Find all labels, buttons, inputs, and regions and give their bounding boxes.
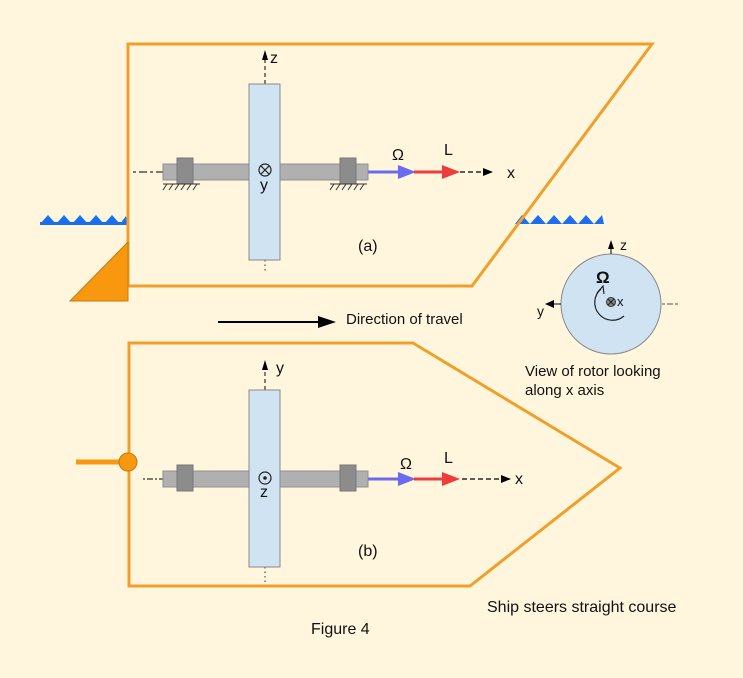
view-a-label: (a) — [358, 238, 378, 255]
water-surface-left — [40, 215, 128, 225]
figure-subtitle: Ship steers straight course — [487, 599, 677, 616]
rotation-arrowhead — [596, 284, 605, 295]
z-axis-label: z — [270, 50, 278, 67]
water-surface-right — [515, 215, 604, 224]
view-b-plan-view: y z Ω L x (b) — [76, 341, 623, 588]
rudder-pivot — [118, 452, 138, 472]
rotor-view-y-label: y — [537, 303, 544, 319]
direction-label: Direction of travel — [346, 311, 463, 328]
y-axis-label-b: y — [276, 360, 284, 377]
rudder-triangle — [68, 240, 129, 302]
x-axis-label-b: x — [515, 471, 523, 488]
y-axis-arrowhead-b — [262, 360, 268, 370]
rotor-view-y-arrowhead — [545, 300, 554, 308]
angular-momentum-arrowhead — [442, 165, 460, 179]
omega-label: Ω — [392, 147, 404, 164]
direction-of-travel: Direction of travel — [218, 311, 463, 328]
rotation-direction-arrow — [594, 288, 625, 321]
momentum-label: L — [444, 142, 453, 159]
y-axis-label: y — [260, 177, 268, 194]
out-of-page-axis-icon — [258, 471, 272, 485]
rotor-view-omega-label: Ω — [596, 268, 610, 287]
into-page-axis-icon — [258, 163, 272, 177]
omega-vector-arrowhead — [398, 165, 416, 179]
angular-momentum-arrowhead-b — [442, 472, 460, 486]
ship-hull-plan — [127, 341, 623, 588]
view-b-label: (b) — [358, 543, 378, 560]
view-a-side-elevation: z y Ω — [40, 42, 655, 302]
omega-label-b: Ω — [400, 456, 412, 473]
rotor-view-z-label: z — [620, 237, 627, 253]
momentum-label-b: L — [444, 450, 453, 467]
rotor-disc — [248, 83, 281, 261]
x-axis-label: x — [507, 165, 515, 182]
rotor-view-x-label: x — [617, 294, 624, 309]
bearing-left-b — [176, 464, 194, 492]
bearing-left — [176, 157, 194, 185]
bearing-right — [339, 157, 357, 185]
z-axis-label-b: z — [260, 484, 268, 501]
figure-caption: Figure 4 — [311, 621, 370, 638]
rotor-view-z-arrowhead — [608, 240, 614, 249]
x-into-page-icon — [606, 297, 616, 307]
bearing-right-b — [339, 464, 357, 492]
bearing-support-left-hatch — [162, 183, 200, 191]
travel-arrowhead — [318, 316, 336, 328]
z-axis-arrowhead — [262, 50, 268, 60]
omega-vector-arrowhead-b — [398, 472, 416, 486]
rotor-view-caption-line2: along x axis — [525, 382, 604, 399]
rotor-view-caption-line1: View of rotor looking — [525, 363, 661, 380]
rotor-end-view: z y Ω x View of rotor looking along x ax… — [525, 237, 680, 399]
ship-hull-side — [126, 42, 655, 288]
bearing-support-right-hatch — [329, 183, 367, 191]
